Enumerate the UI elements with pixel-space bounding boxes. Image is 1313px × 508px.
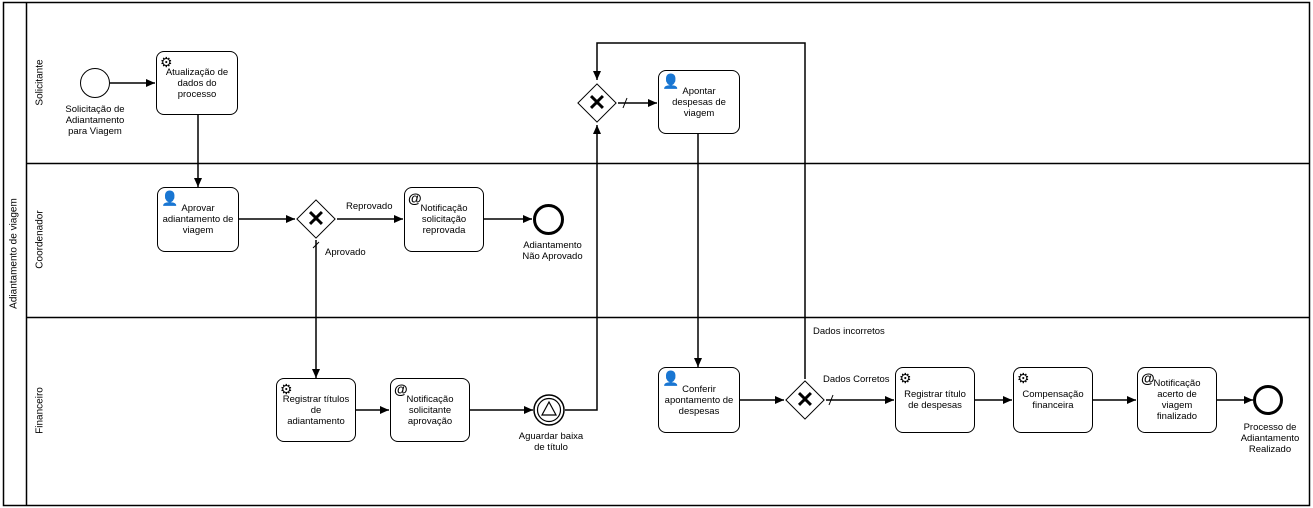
task-label: Apontar despesas de viagem (672, 85, 726, 119)
task-aprovar[interactable]: 👤 Aprovar adiantamento de viagem (157, 187, 239, 252)
triangle-icon (540, 400, 558, 416)
gear-icon: ⚙ (1017, 370, 1030, 386)
task-notificacao-aprovacao[interactable]: @ Notificação solicitante aprovação (390, 378, 470, 442)
end-event-done-label: Processo de Adiantamento Realizado (1240, 422, 1300, 455)
user-icon: 👤 (161, 190, 179, 206)
task-compensacao[interactable]: ⚙ Compensação financeira (1013, 367, 1093, 433)
end-event-rejected[interactable] (533, 204, 564, 235)
at-icon: @ (394, 381, 408, 397)
task-label: Atualização de dados do processo (165, 66, 229, 100)
x-icon: ✕ (306, 206, 326, 231)
pool-label: Adiantamento de viagem (8, 198, 20, 309)
intermediate-event-inner (536, 397, 562, 423)
end-event-rejected-label: Adiantamento Não Aprovado (522, 240, 583, 262)
default-slash-1 (312, 241, 320, 249)
task-label: Registrar títulos de adiantamento (282, 393, 350, 427)
flow-gw3-gw2-back (593, 42, 806, 379)
user-icon: 👤 (662, 370, 680, 386)
task-conferir-apontamento[interactable]: 👤 Conferir apontamento de despesas (658, 367, 740, 433)
task-label: Notificação acerto de viagem finalizado (1153, 378, 1201, 422)
task-registrar-titulos[interactable]: ⚙ Registrar títulos de adiantamento (276, 378, 356, 442)
gear-icon: ⚙ (280, 381, 293, 397)
lane-label-solicitante: Solicitante (34, 59, 46, 106)
at-icon: @ (408, 190, 422, 206)
task-label: Compensação financeira (1022, 389, 1084, 411)
task-label: Notificação solicitante aprovação (406, 393, 454, 427)
task-notificacao-acerto[interactable]: @ Notificação acerto de viagem finalizad… (1137, 367, 1217, 433)
task-label: Notificação solicitação reprovada (420, 203, 468, 236)
flow-label-aprovado: Aprovado (325, 247, 366, 258)
intermediate-event-outer (533, 394, 565, 426)
task-label: Aprovar adiantamento de viagem (162, 203, 234, 236)
gateway-merge[interactable]: ✕ (577, 83, 617, 123)
task-atualizacao[interactable]: ⚙ Atualização de dados do processo (156, 51, 238, 115)
x-icon: ✕ (795, 387, 815, 412)
start-event[interactable] (80, 68, 110, 98)
task-apontar-despesas[interactable]: 👤 Apontar despesas de viagem (658, 70, 740, 134)
gear-icon: ⚙ (899, 370, 912, 386)
gateway-conferencia[interactable]: ✕ (785, 380, 825, 420)
default-slash-3 (828, 394, 834, 406)
gateway-aprovacao[interactable]: ✕ (296, 199, 336, 239)
start-event-label: Solicitação de Adiantamento para Viagem (65, 104, 125, 137)
task-registrar-titulo-despesas[interactable]: ⚙ Registrar título de despesas (895, 367, 975, 433)
gear-icon: ⚙ (160, 54, 173, 70)
lane-label-financeiro: Financeiro (34, 387, 46, 434)
end-event-done[interactable] (1253, 385, 1283, 415)
x-icon: ✕ (587, 90, 607, 115)
intermediate-event-label: Aguardar baixa de título (518, 431, 584, 453)
task-label: Conferir apontamento de despesas (664, 383, 734, 417)
flow-label-dados-corretos: Dados Corretos (823, 374, 890, 385)
flow-label-reprovado: Reprovado (346, 201, 393, 212)
lane-label-coordenador: Coordenador (34, 210, 46, 269)
at-icon: @ (1141, 370, 1155, 386)
default-slash-2 (622, 97, 628, 109)
task-notificacao-reprovada[interactable]: @ Notificação solicitação reprovada (404, 187, 484, 252)
task-label: Registrar título de despesas (904, 389, 966, 411)
user-icon: 👤 (662, 73, 680, 89)
flow-label-dados-incorretos: Dados incorretos (813, 326, 885, 337)
flow-int-gw2 (565, 125, 601, 411)
